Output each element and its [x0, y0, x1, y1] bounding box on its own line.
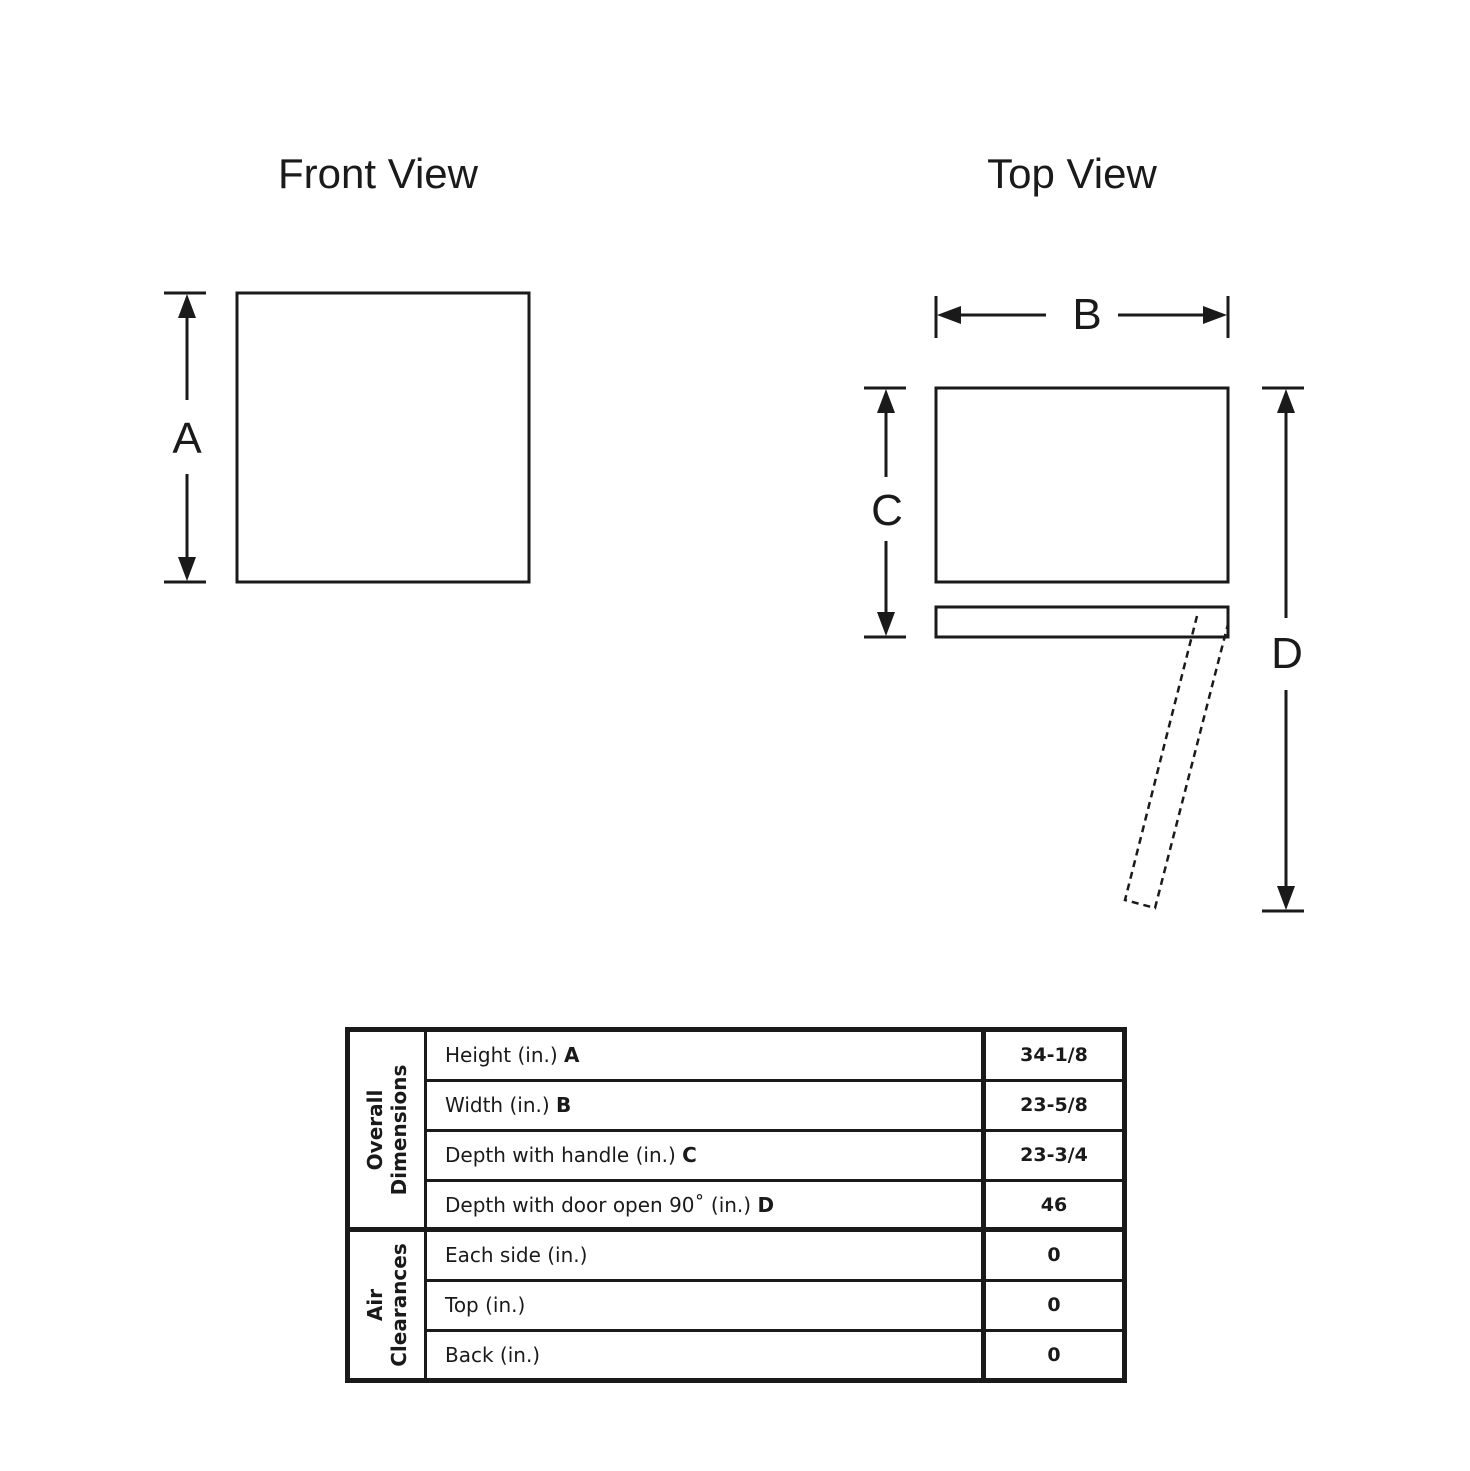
group-label-line: Overall: [363, 1089, 387, 1170]
dim-d-label: D: [1271, 629, 1303, 678]
dim-a-label: A: [172, 414, 202, 463]
dim-c-arrow-down: [877, 612, 895, 636]
front-view-cabinet: [235, 291, 531, 584]
dim-d-arrow-up: [1277, 389, 1295, 413]
table-row-width: Width (in.) B 23-5/8: [427, 1082, 1122, 1132]
group-label-air-clearances: Air Clearances: [363, 1243, 411, 1367]
dim-b-arrow-left: [937, 306, 961, 324]
row-label: Depth with handle (in.) C: [445, 1143, 697, 1167]
row-label: Top (in.): [445, 1293, 526, 1317]
row-value: 46: [981, 1182, 1122, 1232]
dim-c-arrow-up: [877, 389, 895, 413]
group-label-cell: Overall Dimensions: [350, 1032, 427, 1227]
dimension-diagram: Front View A Top View B C D: [164, 150, 1304, 913]
table-row-depth-handle: Depth with handle (in.) C 23-3/4: [427, 1132, 1122, 1182]
row-value: 23-3/4: [981, 1132, 1122, 1179]
top-view-title: Top View: [987, 150, 1157, 197]
row-label: Width (in.) B: [445, 1093, 572, 1117]
table-row-each-side: Each side (in.) 0: [427, 1232, 1122, 1282]
dim-c-label: C: [871, 486, 903, 535]
group-label-line: Dimensions: [387, 1064, 411, 1195]
row-value: 23-5/8: [981, 1082, 1122, 1129]
door-open-outline: [1123, 615, 1230, 910]
row-value: 0: [981, 1332, 1122, 1382]
row-label: Back (in.): [445, 1343, 541, 1367]
dim-a-arrow-down: [178, 557, 196, 581]
group-label-line: Air: [363, 1288, 387, 1322]
table-row-depth-door-open: Depth with door open 90˚ (in.) D 46: [427, 1182, 1122, 1232]
front-view-title: Front View: [278, 150, 479, 197]
top-view-door: [934, 605, 1230, 639]
table-row-height: Height (in.) A 34-1/8: [427, 1032, 1122, 1082]
air-clearances-group: Air Clearances Each side (in.) 0 Top (in…: [350, 1232, 1122, 1382]
table-row-back: Back (in.) 0: [427, 1332, 1122, 1382]
dim-b-arrow-right: [1203, 306, 1227, 324]
dim-d-arrow-down: [1277, 886, 1295, 910]
row-label: Depth with door open 90˚ (in.) D: [445, 1193, 775, 1217]
group-label-line: Clearances: [387, 1243, 411, 1367]
table-row-top: Top (in.) 0: [427, 1282, 1122, 1332]
row-value: 0: [981, 1282, 1122, 1329]
top-view-cabinet: [934, 386, 1230, 584]
dim-b-label: B: [1072, 290, 1101, 339]
group-label-overall-dimensions: Overall Dimensions: [363, 1064, 411, 1195]
dim-a-arrow-up: [178, 294, 196, 318]
specifications-table: Overall Dimensions Height (in.) A 34-1/8…: [345, 1027, 1127, 1383]
row-value: 0: [981, 1232, 1122, 1279]
row-value: 34-1/8: [981, 1032, 1122, 1079]
overall-dimensions-group: Overall Dimensions Height (in.) A 34-1/8…: [350, 1032, 1122, 1232]
row-label: Height (in.) A: [445, 1043, 580, 1067]
group-label-cell: Air Clearances: [350, 1232, 427, 1378]
row-label: Each side (in.): [445, 1243, 588, 1267]
